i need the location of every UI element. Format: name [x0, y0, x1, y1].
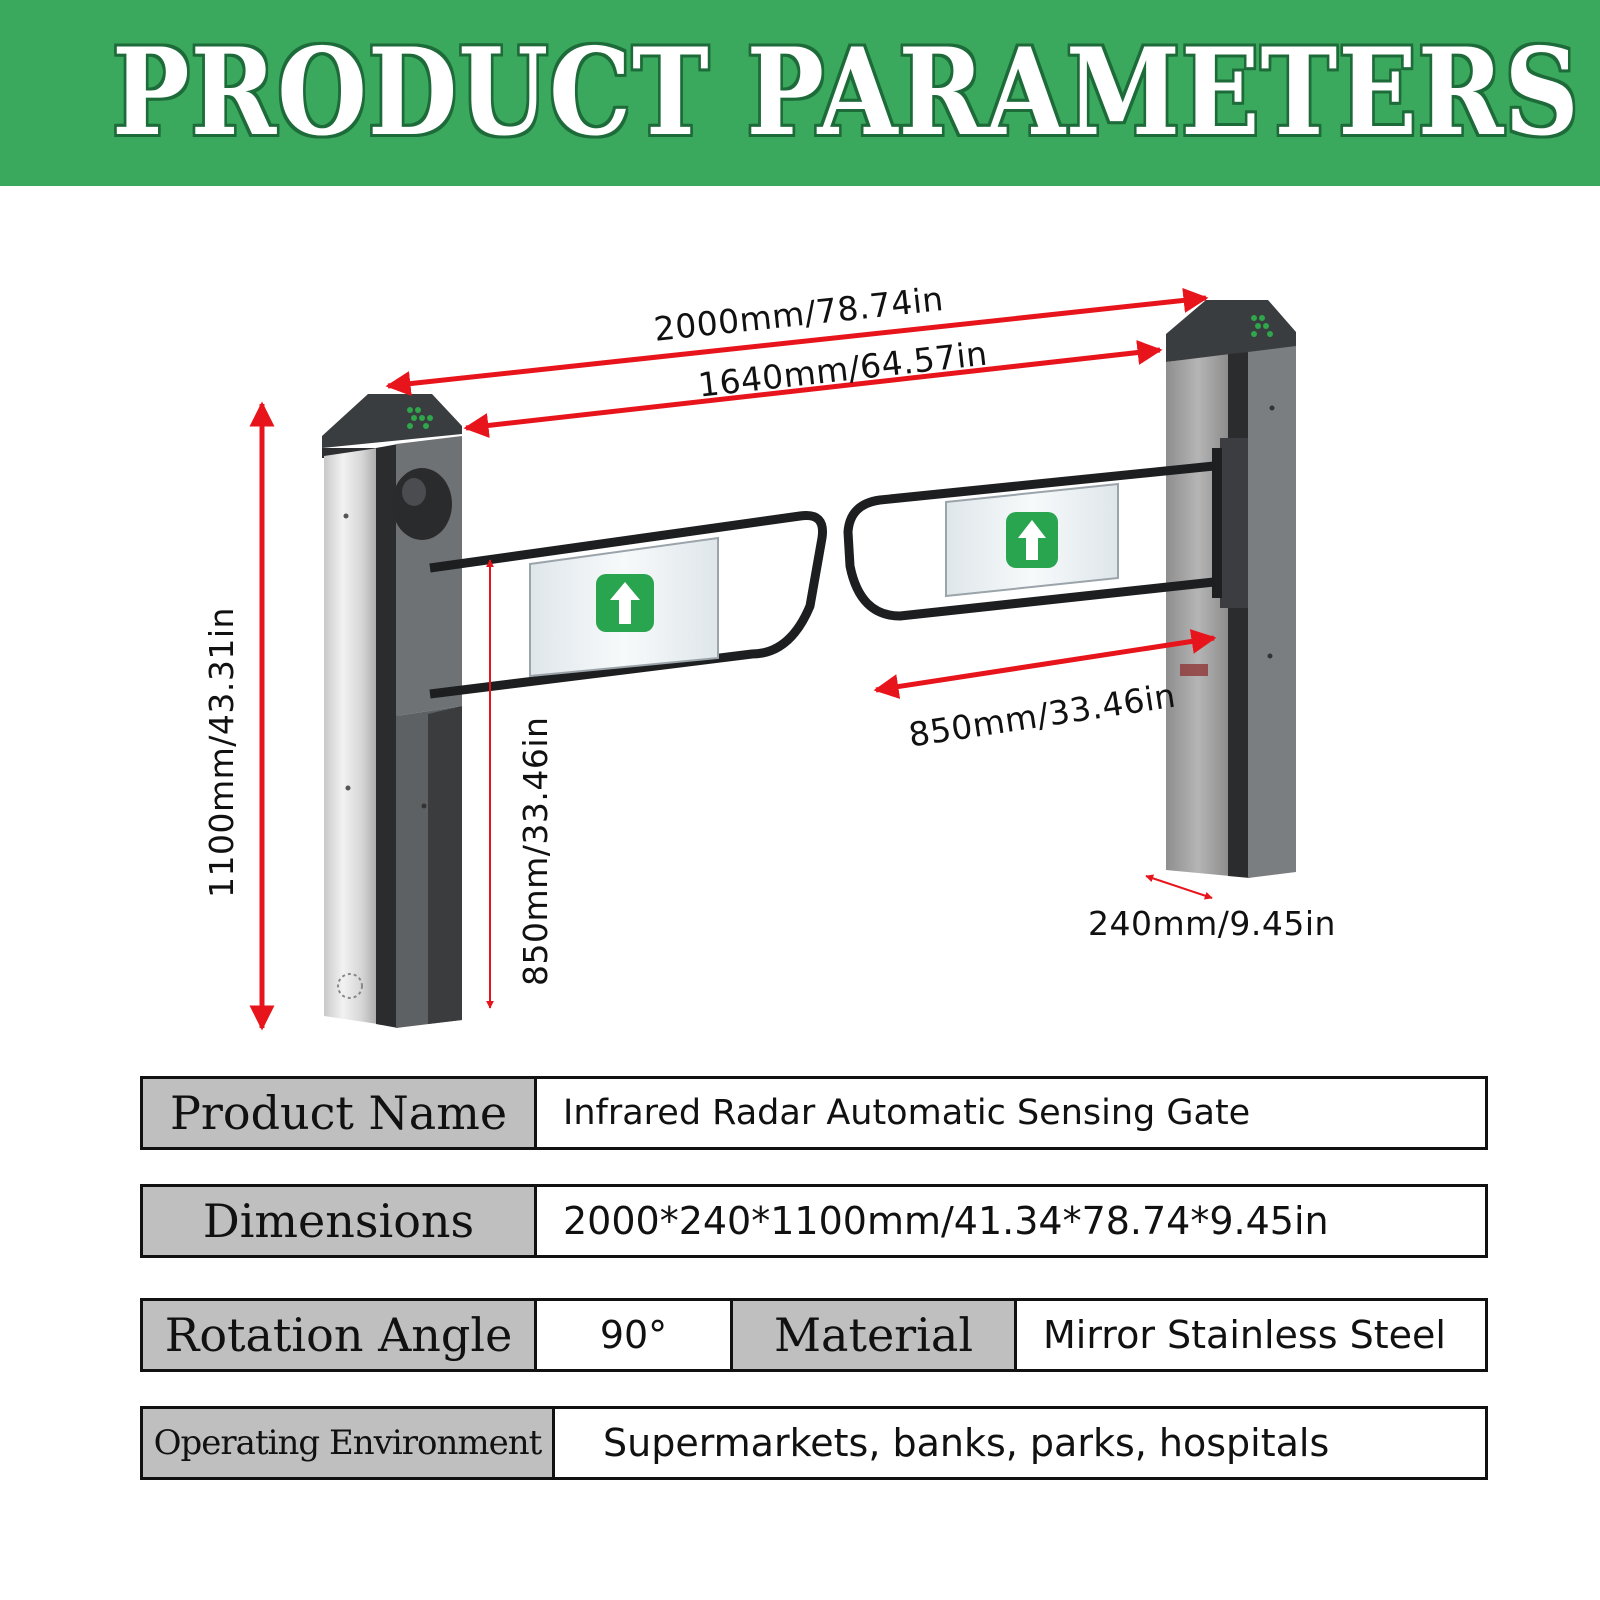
- product-diagram: 2000mm/78.74in 1640mm/64.57in 850mm/33.4…: [0, 186, 1600, 1066]
- material-key: Material: [733, 1301, 1017, 1369]
- dimensions-key: Dimensions: [143, 1187, 537, 1255]
- dimensions-value: 2000*240*1100mm/41.34*78.74*9.45in: [563, 1199, 1329, 1243]
- height-label: 1100mm/43.31in: [202, 607, 241, 898]
- spec-row-operating-environment: Operating Environment Supermarkets, bank…: [140, 1406, 1488, 1480]
- material-value: Mirror Stainless Steel: [1043, 1313, 1446, 1357]
- passage-width-arrow: [463, 340, 1163, 438]
- page-title: PRODUCT PARAMETERS: [112, 22, 1580, 163]
- right-arm: [843, 461, 1215, 621]
- spec-row-rotation-material: Rotation Angle 90° Material Mirror Stain…: [140, 1298, 1488, 1372]
- dimension-arrows: [249, 287, 1217, 1031]
- left-pillar: [322, 394, 462, 1028]
- header-banner: PRODUCT PARAMETERS: [0, 0, 1600, 186]
- pillar-width-arrow: [1145, 874, 1213, 900]
- operating-environment-value: Supermarkets, banks, parks, hospitals: [603, 1421, 1330, 1465]
- spec-row-dimensions: Dimensions 2000*240*1100mm/41.34*78.74*9…: [140, 1184, 1488, 1258]
- gate-illustration: [249, 287, 1296, 1031]
- right-pillar: [1166, 300, 1296, 878]
- spec-row-product-name: Product Name Infrared Radar Automatic Se…: [140, 1076, 1488, 1150]
- operating-environment-key: Operating Environment: [143, 1409, 555, 1477]
- product-name-key: Product Name: [143, 1079, 537, 1147]
- arm-height-label: 850mm/33.46in: [516, 716, 555, 986]
- product-name-value: Infrared Radar Automatic Sensing Gate: [563, 1093, 1251, 1133]
- left-arm: [429, 510, 828, 699]
- pillar-width-label: 240mm/9.45in: [1088, 904, 1336, 943]
- rotation-angle-key: Rotation Angle: [143, 1301, 537, 1369]
- rotation-angle-value: 90°: [537, 1301, 733, 1369]
- arm-length-arrow: [873, 629, 1217, 699]
